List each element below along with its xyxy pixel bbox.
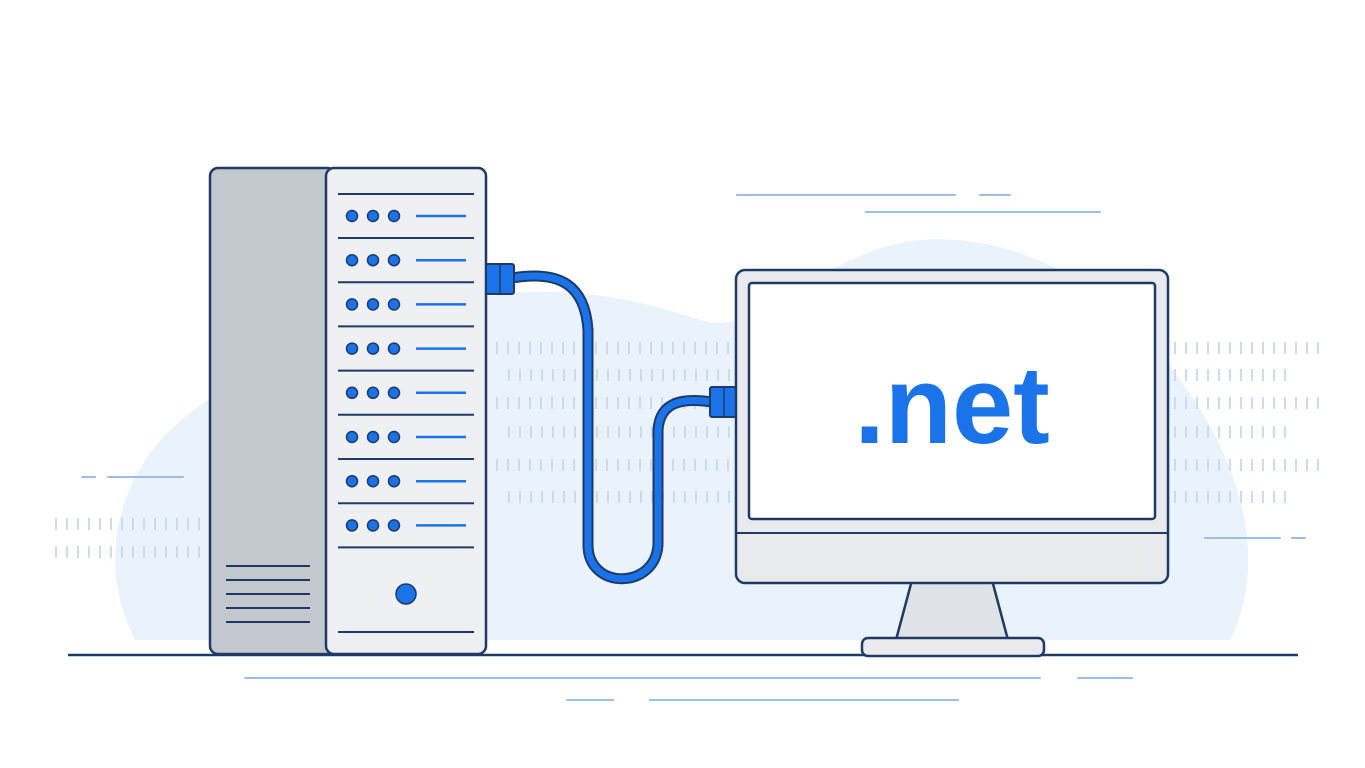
status-led-icon (366, 430, 380, 444)
server-bay (338, 298, 474, 328)
server-bays (338, 209, 474, 549)
server-front-panel (324, 166, 488, 656)
status-led-icon (387, 519, 401, 532)
decorative-lines (81, 194, 1306, 701)
monitor-stand-base (860, 636, 1046, 658)
network-cable (485, 263, 739, 585)
server-vents (226, 565, 310, 623)
server-tower (208, 166, 488, 656)
status-led-icon (345, 430, 359, 444)
status-led-icon (387, 386, 401, 400)
status-led-icon (366, 209, 380, 223)
status-led-icon (345, 474, 359, 488)
monitor-stand (894, 578, 1010, 642)
status-led-icon (366, 298, 380, 311)
dash-pattern (55, 342, 1319, 558)
server-bay (338, 253, 474, 284)
status-led-icon (387, 298, 401, 311)
status-led-icon (366, 474, 380, 488)
status-led-icon (387, 342, 401, 355)
status-led-icon (345, 298, 359, 311)
power-button (395, 583, 417, 605)
status-led-icon (366, 253, 380, 267)
server-bay (338, 519, 474, 549)
monitor-screen (747, 281, 1157, 521)
status-led-icon (345, 342, 359, 355)
server-bay (338, 209, 474, 239)
status-led-icon (366, 386, 380, 400)
status-led-icon (387, 209, 401, 223)
status-led-icon (345, 253, 359, 267)
status-led-icon (345, 519, 359, 532)
server-side-panel (208, 166, 337, 656)
monitor: .net (734, 268, 1170, 658)
status-led-icon (345, 209, 359, 223)
status-led-icon (387, 474, 401, 488)
status-led-icon (366, 342, 380, 355)
status-led-icon (387, 253, 401, 267)
server-bay (338, 430, 474, 460)
status-led-icon (345, 386, 359, 400)
server-bay (338, 342, 474, 372)
server-bay (338, 474, 474, 505)
status-led-icon (387, 430, 401, 444)
status-led-icon (366, 519, 380, 532)
screen-label: .net (854, 344, 1050, 467)
server-bay (338, 386, 474, 416)
